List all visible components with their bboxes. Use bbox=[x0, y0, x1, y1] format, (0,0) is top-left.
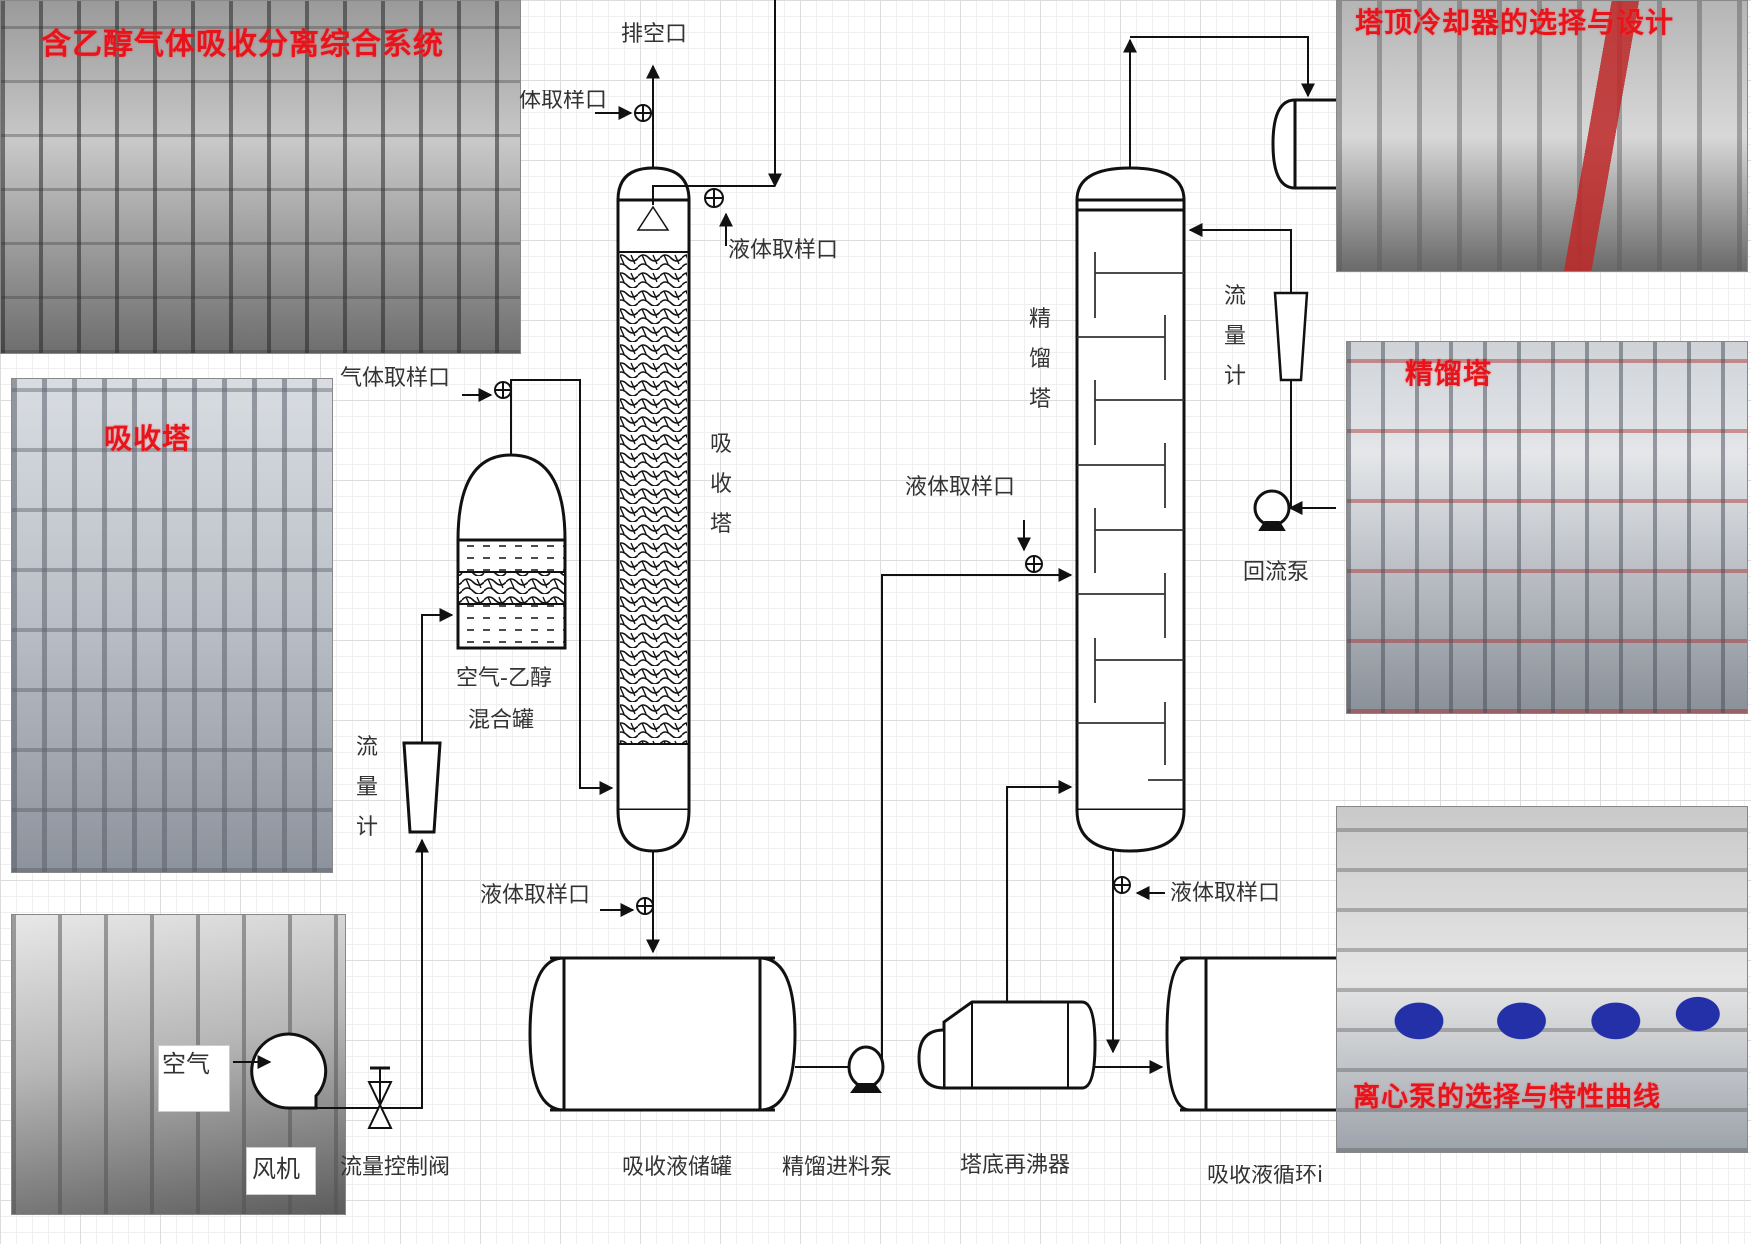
fan-icon bbox=[233, 1032, 328, 1110]
reflux-pump-label: 回流泵 bbox=[1243, 560, 1310, 585]
photo-caption-condenser: 塔顶冷却器的选择与设计 bbox=[1355, 6, 1675, 39]
gas-sample-mixer-label: 气体取样口 bbox=[340, 366, 451, 391]
liquid-sample-absorber-bottom-label: 液体取样口 bbox=[480, 883, 591, 908]
absorbent-storage-tank bbox=[528, 956, 797, 1112]
distillation-feed-pump-label: 精馏进料泵 bbox=[782, 1155, 893, 1180]
photo-caption-system: 含乙醇气体吸收分离综合系统 bbox=[41, 27, 444, 62]
photo-absorber: 吸收塔 bbox=[11, 378, 333, 873]
air-ethanol-mixing-tank bbox=[456, 453, 567, 650]
vent-label: 排空口 bbox=[621, 22, 688, 47]
liquid-distributor-icon bbox=[636, 205, 670, 231]
flow-control-valve-label: 流量控制阀 bbox=[340, 1155, 451, 1180]
photo-caption-distillation: 精馏塔 bbox=[1405, 357, 1493, 390]
liquid-sample-top-label: 液体取样口 bbox=[728, 238, 839, 263]
mixed-gas-line bbox=[510, 379, 614, 795]
photo-distillation: 精馏塔 bbox=[1346, 341, 1748, 714]
absorption-tower bbox=[616, 166, 691, 853]
distillation-column bbox=[1075, 166, 1186, 853]
photo-caption-absorber: 吸收塔 bbox=[104, 422, 192, 455]
flowmeter-left-icon bbox=[402, 741, 442, 834]
liquid-sample-distill-feed-label: 液体取样口 bbox=[905, 475, 1016, 500]
absorbent-storage-tank-label: 吸收液储罐 bbox=[622, 1155, 733, 1180]
photo-condenser: 塔顶冷却器的选择与设计 bbox=[1336, 0, 1748, 272]
reboiler-vapor-line bbox=[1006, 780, 1073, 1002]
fan-label-box bbox=[246, 1147, 316, 1195]
flow-control-valve-icon bbox=[367, 1066, 393, 1129]
absorber-tower-label: 吸收塔 bbox=[709, 432, 732, 537]
distillation-tower-label: 精馏塔 bbox=[1028, 307, 1051, 412]
reboiler bbox=[917, 1000, 1097, 1090]
reboiler-label: 塔底再沸器 bbox=[960, 1153, 1071, 1178]
liquid-sample-distill-bottom-label: 液体取样口 bbox=[1170, 881, 1281, 906]
fan-label: 风机 bbox=[252, 1155, 300, 1183]
air-line bbox=[300, 838, 429, 1109]
absorbent-circulation-tank-label: 吸收液循环i bbox=[1207, 1165, 1324, 1187]
photo-caption-pump: 离心泵的选择与特性曲线 bbox=[1353, 1082, 1661, 1113]
flowmeter-left-label: 流量计 bbox=[355, 735, 378, 840]
flowmeter-right-icon bbox=[1273, 291, 1309, 382]
mixer-tank-label-line2: 混合罐 bbox=[468, 708, 535, 733]
reflux-line bbox=[1188, 223, 1292, 293]
photo-pumps: 离心泵的选择与特性曲线 bbox=[1336, 806, 1748, 1153]
air-label: 空气 bbox=[162, 1050, 210, 1078]
mixer-tank-label-line1: 空气-乙醇 bbox=[456, 666, 552, 691]
flowmeter-right-label: 流量计 bbox=[1223, 284, 1246, 389]
gas-sample-top-label: 气体取样口 bbox=[497, 88, 608, 113]
absorbent-circulation-tank bbox=[1165, 956, 1336, 1112]
distillation-feed-line bbox=[881, 568, 1073, 1060]
distillation-feed-pump-icon bbox=[847, 1045, 885, 1093]
reflux-drum bbox=[1271, 98, 1336, 190]
air-label-box bbox=[158, 1045, 230, 1112]
reflux-pump-icon bbox=[1253, 489, 1291, 531]
photo-system-overview: 含乙醇气体吸收分离综合系统 bbox=[0, 0, 521, 354]
